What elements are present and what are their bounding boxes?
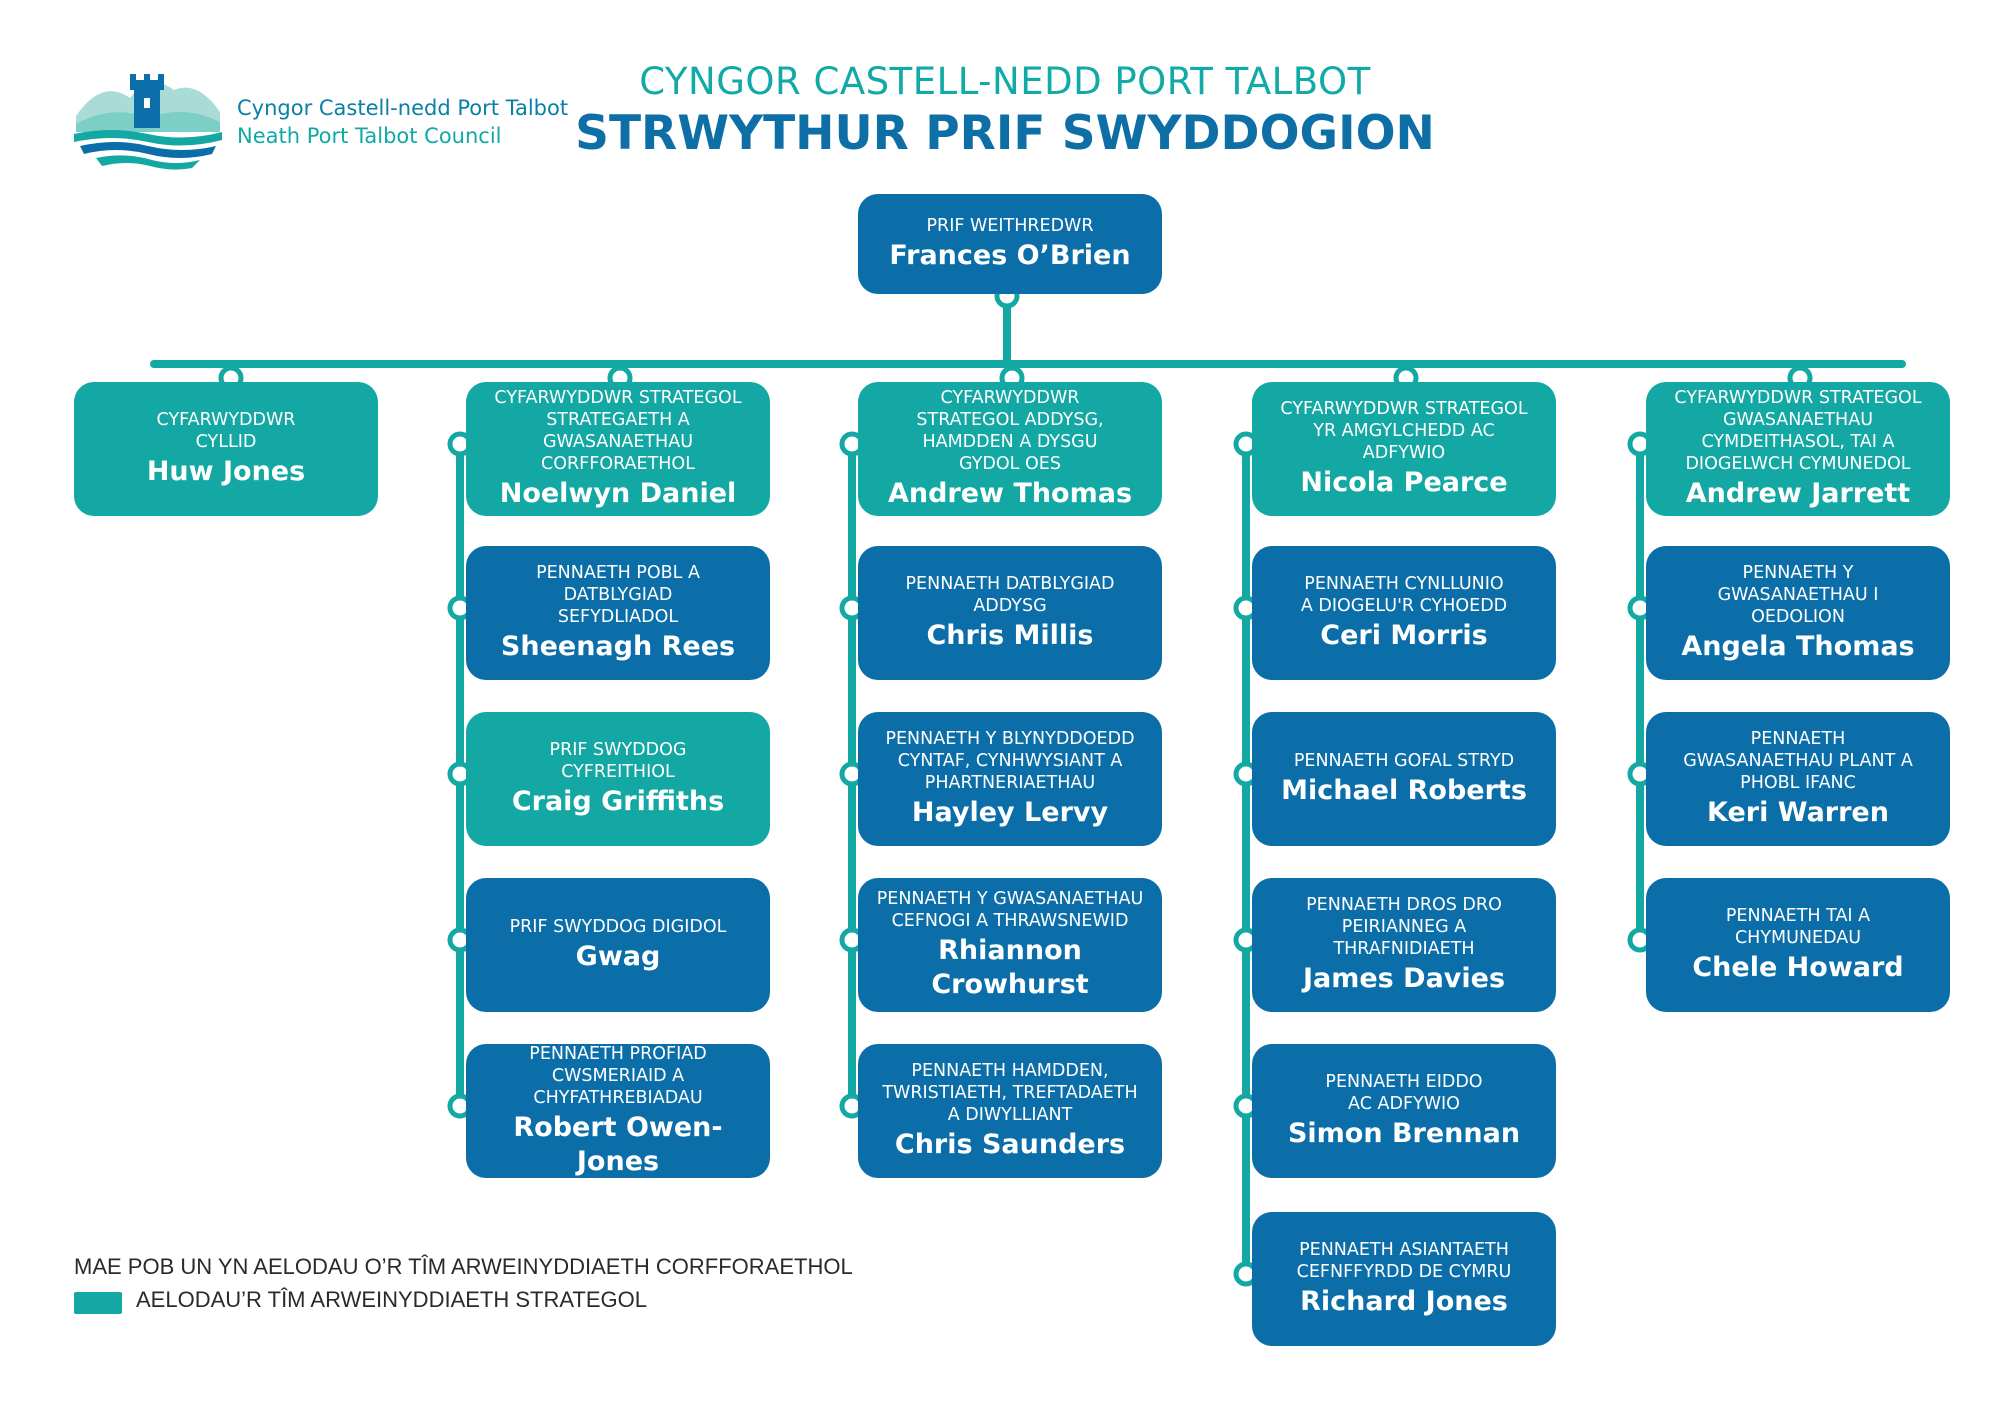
director-box: CYFARWYDDWR STRATEGOL STRATEGAETH A GWAS… bbox=[466, 382, 770, 516]
person-name: Keri Warren bbox=[1707, 797, 1889, 828]
director-box: CYFARWYDDWR CYLLID Huw Jones bbox=[74, 382, 378, 516]
head-of-service-box: PRIF SWYDDOG CYFREITHIOL Craig Griffiths bbox=[466, 712, 770, 846]
person-name: Gwag bbox=[575, 941, 661, 972]
role-title: PENNAETH CYNLLUNIO A DIOGELU'R CYHOEDD bbox=[1300, 574, 1508, 616]
chief-name: Frances O’Brien bbox=[889, 240, 1131, 271]
person-name: Rhiannon Crowhurst bbox=[931, 935, 1089, 1000]
role-title: PENNAETH PROFIAD CWSMERIAID A CHYFATHREB… bbox=[529, 1044, 707, 1108]
head-of-service-box: PENNAETH PROFIAD CWSMERIAID A CHYFATHREB… bbox=[466, 1044, 770, 1178]
head-of-service-box: PRIF SWYDDOG DIGIDOL Gwag bbox=[466, 878, 770, 1012]
person-name: Chris Saunders bbox=[894, 1129, 1126, 1160]
person-name: Richard Jones bbox=[1300, 1286, 1508, 1317]
person-name: Noelwyn Daniel bbox=[499, 478, 737, 509]
person-name: Simon Brennan bbox=[1287, 1118, 1521, 1149]
role-title: PENNAETH TAI A CHYMUNEDAU bbox=[1725, 906, 1871, 948]
head-of-service-box: PENNAETH HAMDDEN, TWRISTIAETH, TREFTADAE… bbox=[858, 1044, 1162, 1178]
person-name: Nicola Pearce bbox=[1300, 467, 1508, 498]
logo-name-english: Neath Port Talbot Council bbox=[237, 124, 502, 148]
person-name: Huw Jones bbox=[146, 456, 306, 487]
person-name: Andrew Thomas bbox=[887, 478, 1133, 509]
head-of-service-box: PENNAETH ASIANTAETH CEFNFFYRDD DE CYMRU R… bbox=[1252, 1212, 1556, 1346]
person-name: James Davies bbox=[1302, 963, 1506, 994]
head-of-service-box: PENNAETH GWASANAETHAU PLANT A PHOBL IFAN… bbox=[1646, 712, 1950, 846]
director-box: CYFARWYDDWR STRATEGOL ADDYSG, HAMDDEN A … bbox=[858, 382, 1162, 516]
head-of-service-box: PENNAETH POBL A DATBLYGIAD SEFYDLIADOL Sh… bbox=[466, 546, 770, 680]
role-title: CYFARWYDDWR STRATEGOL ADDYSG, HAMDDEN A … bbox=[916, 388, 1104, 474]
head-of-service-box: PENNAETH TAI A CHYMUNEDAU Chele Howard bbox=[1646, 878, 1950, 1012]
person-name: Craig Griffiths bbox=[511, 786, 725, 817]
role-title: CYFARWYDDWR STRATEGOL STRATEGAETH A GWAS… bbox=[494, 388, 742, 474]
role-title: PENNAETH HAMDDEN, TWRISTIAETH, TREFTADAE… bbox=[882, 1061, 1138, 1125]
director-box: CYFARWYDDWR STRATEGOL YR AMGYLCHEDD AC A… bbox=[1252, 382, 1556, 516]
head-of-service-box: PENNAETH Y BLYNYDDOEDD CYNTAF, CYNHWYSIA… bbox=[858, 712, 1162, 846]
head-of-service-box: PENNAETH Y GWASANAETHAU CEFNOGI A THRAWS… bbox=[858, 878, 1162, 1012]
role-title: PENNAETH GWASANAETHAU PLANT A PHOBL IFAN… bbox=[1683, 729, 1913, 793]
role-title: PENNAETH DATBLYGIAD ADDYSG bbox=[905, 574, 1115, 616]
council-heading: CYNGOR CASTELL-NEDD PORT TALBOT bbox=[639, 60, 1371, 103]
person-name: Ceri Morris bbox=[1320, 620, 1488, 651]
chief-title: PRIF WEITHREDWR bbox=[926, 216, 1094, 236]
person-name: Chele Howard bbox=[1692, 952, 1904, 983]
role-title: PENNAETH Y GWASANAETHAU I OEDOLION bbox=[1717, 563, 1879, 627]
legend-swatch-strategic bbox=[74, 1292, 122, 1314]
logo-name-welsh: Cyngor Castell-nedd Port Talbot bbox=[237, 96, 569, 120]
legend-strategic-label: AELODAU’R TÎM ARWEINYDDIAETH STRATEGOL bbox=[136, 1287, 647, 1312]
role-title: PENNAETH ASIANTAETH CEFNFFYRDD DE CYMRU bbox=[1296, 1240, 1512, 1282]
director-box: CYFARWYDDWR STRATEGOL GWASANAETHAU CYMDE… bbox=[1646, 382, 1950, 516]
role-title: PRIF SWYDDOG DIGIDOL bbox=[509, 917, 727, 937]
person-name: Sheenagh Rees bbox=[500, 631, 736, 662]
page-title: STRWYTHUR PRIF SWYDDOGION bbox=[575, 106, 1435, 161]
head-of-service-box: PENNAETH GOFAL STRYD Michael Roberts bbox=[1252, 712, 1556, 846]
role-title: PENNAETH GOFAL STRYD bbox=[1293, 751, 1515, 771]
role-title: CYFARWYDDWR STRATEGOL YR AMGYLCHEDD AC A… bbox=[1280, 399, 1528, 463]
person-name: Robert Owen-Jones bbox=[513, 1112, 723, 1177]
chief-executive-box: PRIF WEITHREDWR Frances O’Brien bbox=[858, 194, 1162, 294]
person-name: Michael Roberts bbox=[1281, 775, 1527, 806]
head-of-service-box: PENNAETH Y GWASANAETHAU I OEDOLION Angela… bbox=[1646, 546, 1950, 680]
person-name: Angela Thomas bbox=[1681, 631, 1915, 662]
person-name: Hayley Lervy bbox=[911, 797, 1109, 828]
role-title: PENNAETH POBL A DATBLYGIAD SEFYDLIADOL bbox=[536, 563, 700, 627]
head-of-service-box: PENNAETH EIDDO AC ADFYWIO Simon Brennan bbox=[1252, 1044, 1556, 1178]
legend-note: MAE POB UN YN AELODAU O’R TÎM ARWEINYDDI… bbox=[74, 1254, 853, 1279]
role-title: PRIF SWYDDOG CYFREITHIOL bbox=[549, 740, 687, 782]
role-title: PENNAETH Y GWASANAETHAU CEFNOGI A THRAWS… bbox=[876, 889, 1144, 931]
role-title: PENNAETH EIDDO AC ADFYWIO bbox=[1325, 1072, 1483, 1114]
person-name: Andrew Jarrett bbox=[1685, 478, 1911, 509]
role-title: PENNAETH DROS DRO PEIRIANNEG A THRAFNIDI… bbox=[1306, 895, 1502, 959]
council-logo bbox=[74, 74, 222, 170]
role-title: CYFARWYDDWR CYLLID bbox=[156, 410, 296, 452]
role-title: PENNAETH Y BLYNYDDOEDD CYNTAF, CYNHWYSIA… bbox=[885, 729, 1135, 793]
role-title: CYFARWYDDWR STRATEGOL GWASANAETHAU CYMDE… bbox=[1674, 388, 1922, 474]
head-of-service-box: PENNAETH CYNLLUNIO A DIOGELU'R CYHOEDD Ce… bbox=[1252, 546, 1556, 680]
head-of-service-box: PENNAETH DROS DRO PEIRIANNEG A THRAFNIDI… bbox=[1252, 878, 1556, 1012]
person-name: Chris Millis bbox=[926, 620, 1094, 651]
head-of-service-box: PENNAETH DATBLYGIAD ADDYSG Chris Millis bbox=[858, 546, 1162, 680]
